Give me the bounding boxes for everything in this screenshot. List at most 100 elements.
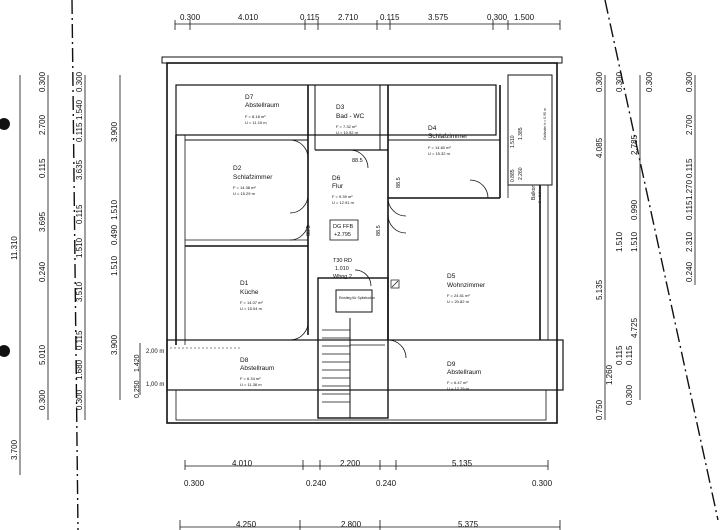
- room-d9-area: F = 6.47 m²: [447, 380, 468, 385]
- room-d5-id: D5: [447, 273, 456, 280]
- left-dim-a-6: 5.010: [38, 344, 47, 365]
- balcony-area: F = 5.64 m²: [538, 184, 542, 203]
- right-dim-c-3: 0.990: [630, 199, 639, 220]
- left-dim-b-1: 0.300: [75, 71, 84, 92]
- bottom-dim-7: 0.300: [532, 479, 553, 488]
- balcony-dim-1: 0.885: [510, 169, 516, 182]
- left-dim-b-5: 0.115: [75, 204, 84, 224]
- top-dim-4: 2.710: [338, 13, 359, 22]
- right-dim-c-5: 4.725: [630, 317, 639, 338]
- bottom-dim-9: 2.800: [341, 520, 362, 529]
- room-d7: D7 Abstellraum F = 8.18 m² U = 11.10 m: [245, 94, 279, 125]
- door-fire-rating: T30 RD: [333, 258, 352, 264]
- window-dim-3: 1.420: [134, 354, 141, 372]
- left-dim-c-4: 1.510: [110, 255, 119, 276]
- left-dim-a-4: 3.695: [38, 211, 47, 232]
- left-dim-b-7: 3.510: [75, 281, 84, 302]
- right-dim-a-4: 0.750: [595, 399, 604, 420]
- balcony-label: Balkon: [531, 184, 537, 200]
- right-dim-a-2: 4.085: [595, 137, 604, 158]
- bottom-dim-2: 2.200: [340, 459, 361, 468]
- room-d5-perimeter: U = 20.82 m: [447, 299, 470, 304]
- door-width-d5: 88.5: [376, 225, 382, 236]
- balcony-dim-4: 1.385: [518, 127, 524, 140]
- left-dim-a-1: 0.300: [38, 71, 47, 92]
- right-dim-d-5: 0.115: [685, 200, 694, 220]
- right-dim-b-4: 1.260: [605, 364, 614, 385]
- right-dim-c-2: 2.785: [630, 134, 639, 155]
- left-dim-a-5: 0.240: [38, 261, 47, 282]
- room-d3-perimeter: U = 10.92 m: [336, 130, 359, 135]
- right-dim-b-5: 0.115: [625, 345, 634, 365]
- room-d1: D1 Küche F = 14.07 m² U = 15.04 m: [240, 280, 263, 311]
- top-dimension-chain: 0.300 4.010 0.115 2.710 0.115 3.575 0.30…: [174, 13, 561, 30]
- room-d6-id: D6: [332, 175, 341, 182]
- room-d1-area: F = 14.07 m²: [240, 300, 263, 305]
- right-dim-d-2: 2.700: [685, 114, 694, 135]
- bottom-dim-6: 0.240: [376, 479, 397, 488]
- right-dim-d-3: 0.115: [685, 158, 694, 178]
- attic-access-note: Einstieg für Spitzboden: [339, 296, 375, 300]
- room-d2: D2 Schlafzimmer F = 14.38 m² U = 15.29 m: [233, 165, 273, 196]
- building-walls: [161, 56, 564, 424]
- door-width-d1: 88.5: [306, 225, 312, 236]
- right-dim-a-3: 5.135: [595, 279, 604, 300]
- door-width-flur: 88.5: [352, 158, 363, 164]
- room-d6-area: F = 9.39 m²: [332, 194, 353, 199]
- bottom-dim-8: 4.250: [236, 520, 257, 529]
- right-dim-b-3: 1.510: [630, 231, 639, 252]
- left-dim-b-3: 0.115: [75, 122, 84, 142]
- room-d8-perimeter: U = 11.38 m: [240, 382, 262, 387]
- room-d7-perimeter: U = 11.10 m: [245, 120, 267, 125]
- window-dim-1: 2,00 m: [146, 349, 164, 355]
- room-d4-label: Schlafzimmer: [428, 133, 468, 140]
- room-d1-perimeter: U = 15.04 m: [240, 306, 263, 311]
- axis-lines: [71, 0, 719, 530]
- room-d1-label: Küche: [240, 289, 259, 296]
- room-d8-label: Abstellraum: [240, 365, 274, 372]
- right-dim-d-1: 0.300: [685, 71, 694, 92]
- left-dim-c-5: 3.900: [110, 334, 119, 355]
- room-d4-id: D4: [428, 125, 437, 132]
- left-dim-outer-1: 11.310: [10, 236, 19, 260]
- top-dim-7: 0.300: [487, 13, 508, 22]
- room-d7-area: F = 8.18 m²: [245, 114, 266, 119]
- door-width-d4: 88.5: [396, 177, 402, 188]
- left-dim-b-10: 0.300: [75, 389, 84, 410]
- room-d2-perimeter: U = 15.29 m: [233, 191, 256, 196]
- balcony-dim-3: 2.260: [518, 167, 524, 180]
- door-swings: [289, 139, 489, 359]
- room-d7-id: D7: [245, 94, 254, 101]
- right-dim-a-1: 0.300: [595, 71, 604, 92]
- top-dim-5: 0.115: [380, 13, 400, 22]
- left-dim-c-1: 3.900: [110, 121, 119, 142]
- bottom-dim-3: 5.135: [452, 459, 473, 468]
- room-d8-id: D8: [240, 357, 249, 364]
- door-width: 1.010: [335, 266, 349, 272]
- door-unit: Whng.2: [333, 274, 352, 280]
- bottom-dim-4: 0.300: [184, 479, 205, 488]
- room-d4: D4 Schlafzimmer F = 14.60 m² U = 15.32 m: [428, 125, 468, 156]
- room-d6-label: Flur: [332, 183, 344, 190]
- top-dim-1: 0.300: [180, 13, 201, 22]
- right-dim-d-6: 2.310: [685, 231, 694, 252]
- right-dim-d-4: 1.270: [685, 179, 694, 200]
- stair-treads: [322, 329, 385, 403]
- punch-hole-top: [0, 118, 10, 130]
- right-dimension-chain: 0.300 4.085 5.135 0.750 0.300 0.115 1.51…: [595, 71, 696, 420]
- left-dim-b-6: 1.510: [75, 237, 84, 258]
- left-dim-a-7: 0.300: [38, 389, 47, 410]
- room-d3: D3 Bad - WC F = 7.32 m² U = 10.92 m: [336, 104, 364, 135]
- window-dimensions: 2,00 m 1,00 m 1.420 0.250: [134, 343, 240, 398]
- right-dim-c-4: 1.510: [615, 231, 624, 252]
- room-d3-area: F = 7.32 m²: [336, 124, 357, 129]
- left-dimension-chain: 11.310 3.700 0.300 2.700 0.115 3.695 0.2…: [10, 71, 121, 475]
- room-d2-id: D2: [233, 165, 242, 172]
- punch-hole-bottom: [0, 345, 10, 357]
- left-dim-c-2: 1.510: [110, 199, 119, 220]
- top-dim-2: 4.010: [238, 13, 259, 22]
- balcony-dim-2: 1.510: [510, 135, 516, 148]
- room-d1-id: D1: [240, 280, 249, 287]
- left-dim-b-2: 1.540: [75, 99, 84, 120]
